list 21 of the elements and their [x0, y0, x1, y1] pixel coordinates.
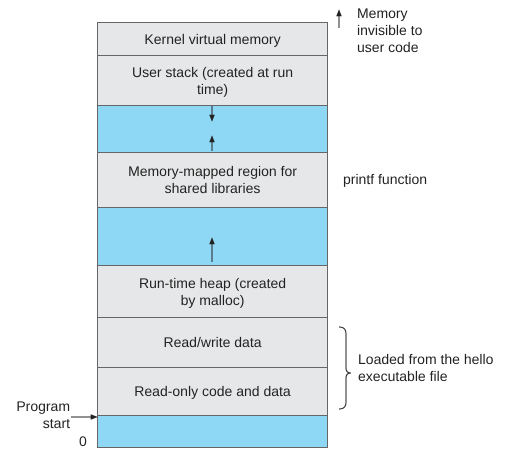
memory-segment — [97, 265, 328, 318]
side-note: printf function — [343, 170, 428, 188]
free-region — [97, 415, 328, 448]
axis-label: 0 — [79, 433, 87, 450]
segment-label: Read-only code and data — [134, 383, 291, 400]
free-region — [97, 207, 328, 266]
segment-label: Memory-mapped region for shared libraries — [127, 163, 298, 197]
memory-segment — [97, 317, 328, 368]
arrow — [70, 414, 98, 420]
memory-segment — [97, 55, 328, 106]
annotation-label: Program start — [2, 398, 70, 432]
memory-segment — [97, 22, 328, 56]
free-region — [97, 105, 328, 153]
segment-label: Run-time heap (created by malloc) — [138, 274, 288, 308]
segment-label: User stack (created at run time) — [130, 64, 294, 98]
memory-segment — [97, 367, 328, 416]
annotation-label: Loaded from the hello executable file — [358, 351, 494, 385]
segment-label: Read/write data — [163, 334, 262, 351]
segment-label: Kernel virtual memory — [144, 30, 281, 48]
memory-segment — [97, 152, 328, 208]
annotation-label: Memory invisible to user code — [357, 5, 424, 56]
